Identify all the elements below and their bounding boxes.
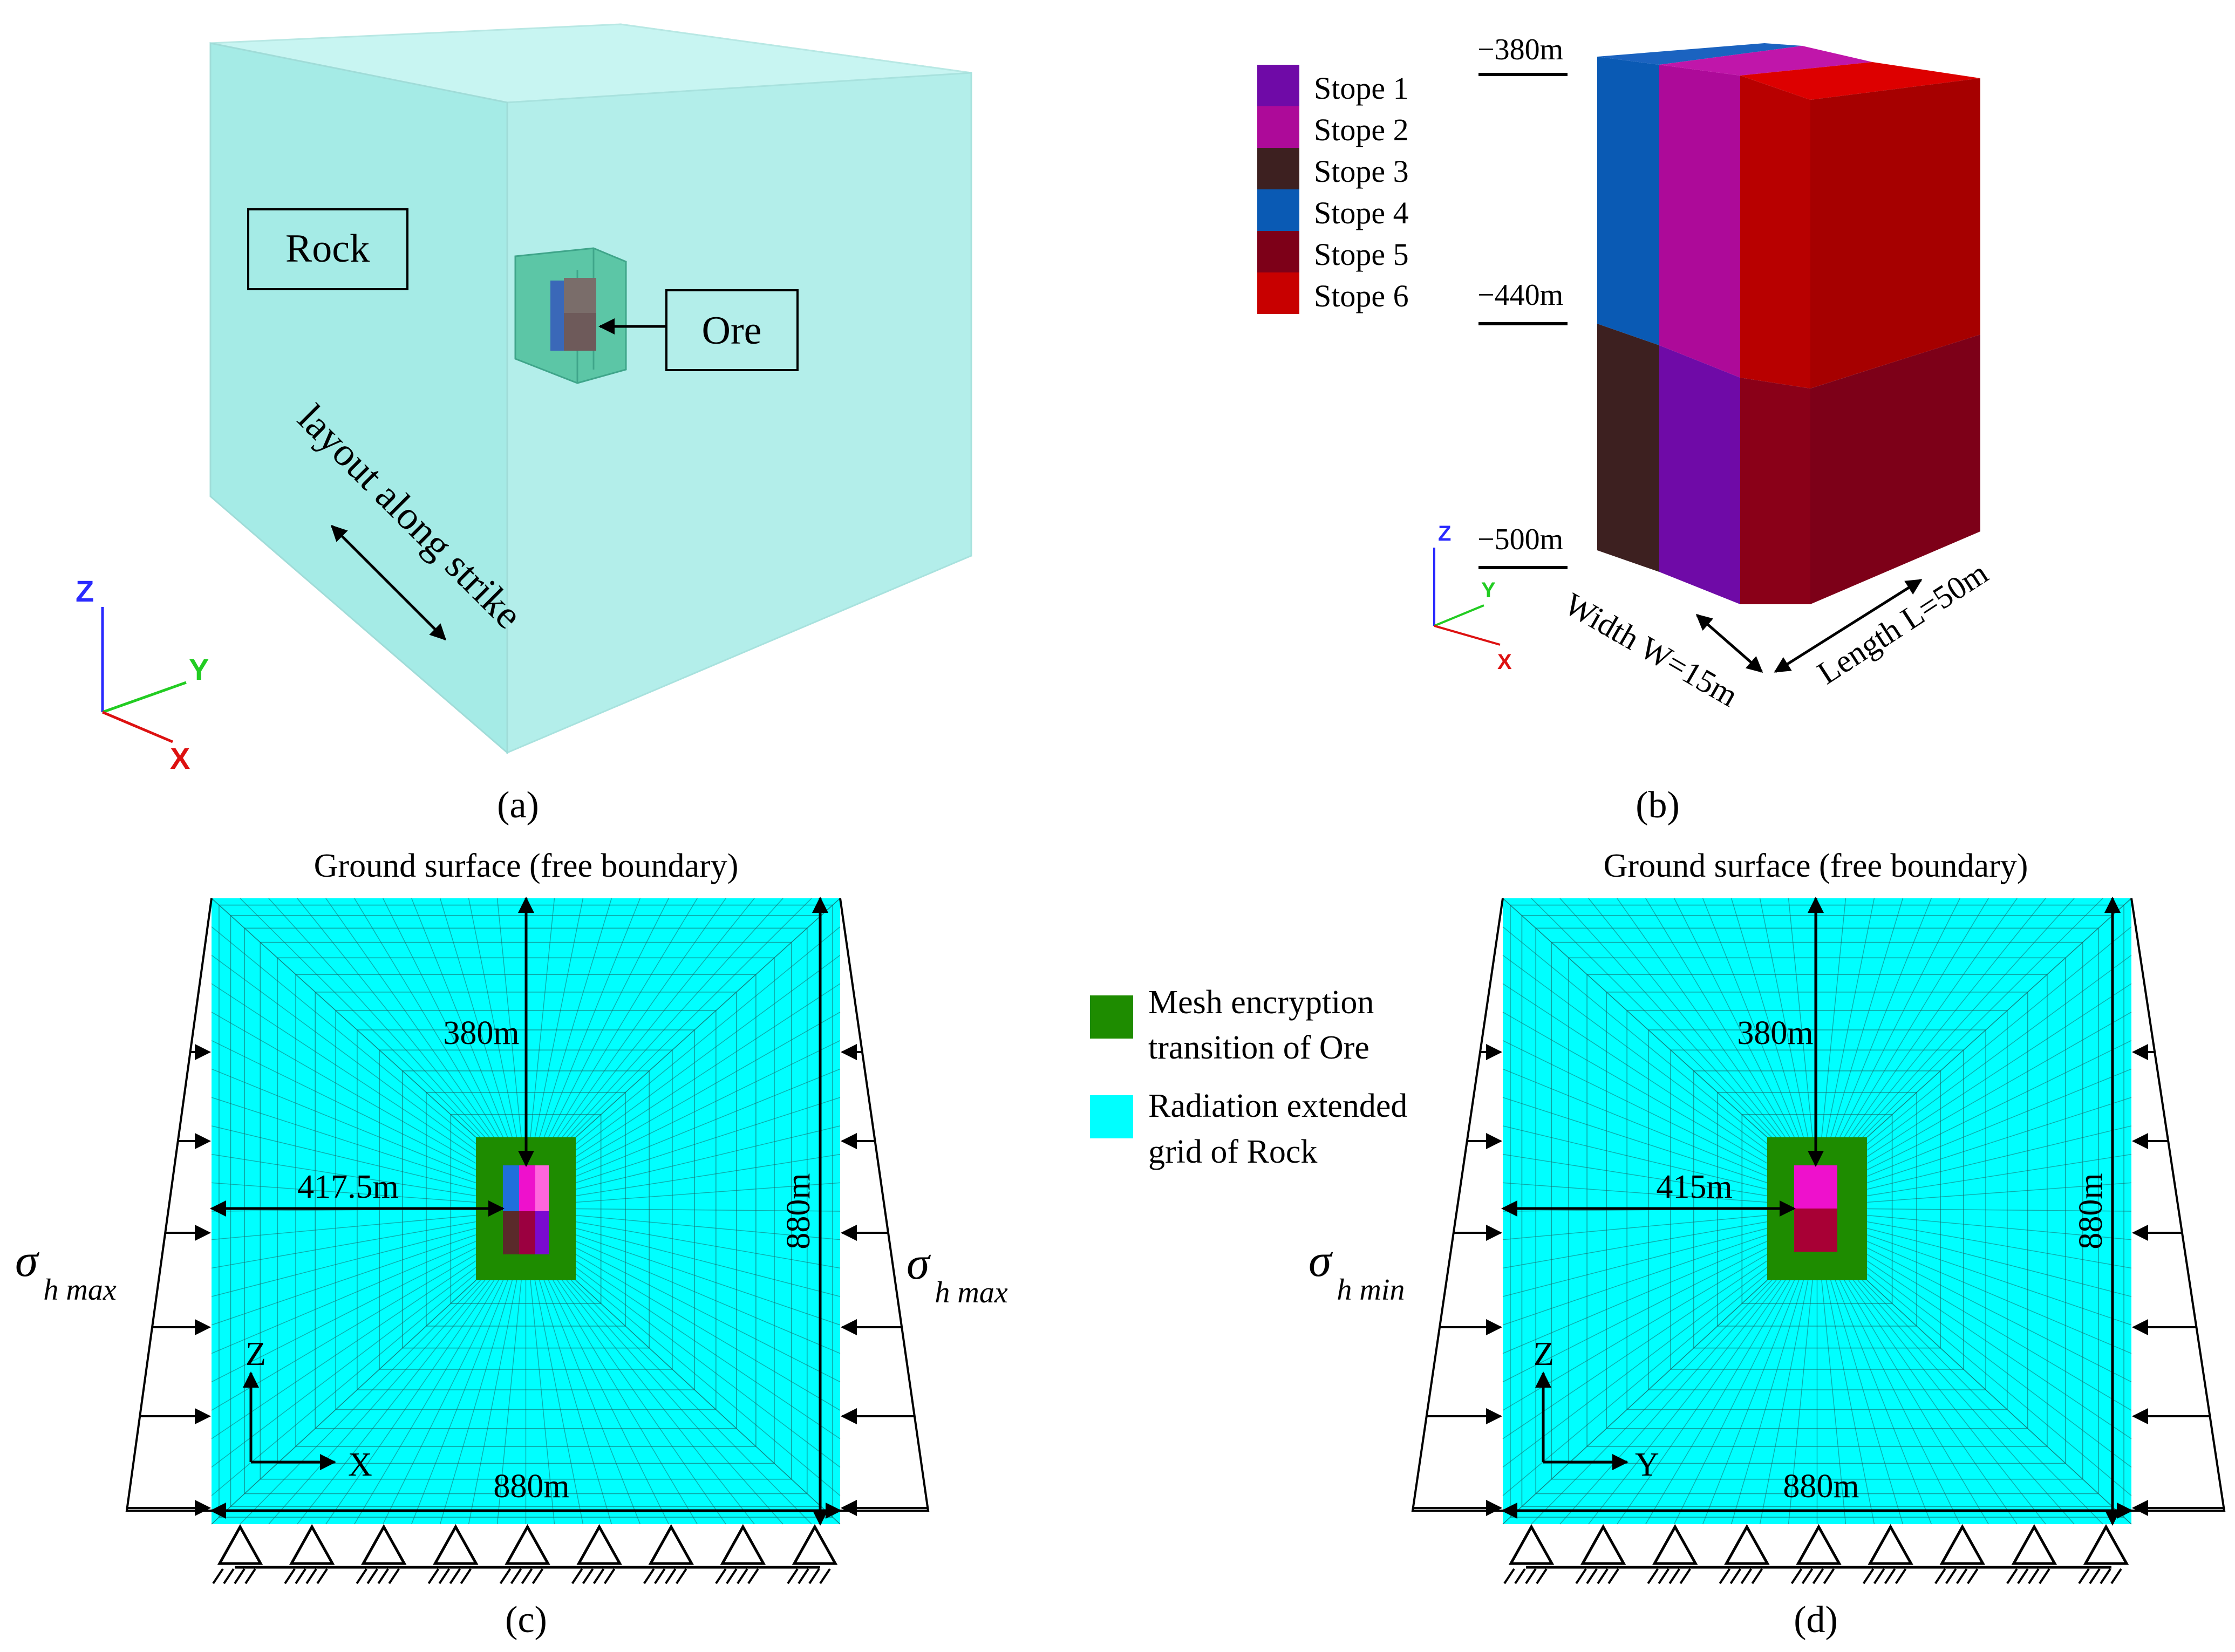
axis-y-label-b: Y bbox=[1481, 578, 1496, 602]
width-label: Width W=15m bbox=[1559, 586, 1745, 713]
legend-label-stope-1: Stope 1 bbox=[1314, 71, 1409, 106]
stope-legend: Stope 1 Stope 2 Stope 3 Stope 4 Stope 5 … bbox=[1257, 65, 1409, 314]
axes-c: Z X bbox=[243, 1336, 372, 1483]
legend-swatch-stope-1 bbox=[1257, 65, 1299, 106]
stope-block bbox=[1597, 43, 1980, 604]
depth-label-c: 380m bbox=[443, 1015, 519, 1052]
height-label-c: 880m bbox=[780, 1173, 817, 1249]
stope-6-cell-c bbox=[535, 1165, 549, 1211]
width-label-c: 880m bbox=[493, 1468, 569, 1505]
legend-mesh-encryption-line1: Mesh encryption bbox=[1148, 984, 1374, 1021]
legend-label-stope-4: Stope 4 bbox=[1314, 195, 1409, 230]
axis-z-label-b: Z bbox=[1438, 522, 1451, 545]
stope-lower-cell-d bbox=[1794, 1209, 1837, 1252]
depth-markers: −380m −440m −500m bbox=[1477, 33, 1568, 569]
caption-d: (d) bbox=[1794, 1599, 1838, 1641]
strike-arrow bbox=[330, 524, 447, 641]
panel-c: Ground surface (free boundary) 380m 417.… bbox=[15, 848, 1008, 1641]
stress-label-d: σh min bbox=[1309, 1234, 1405, 1307]
panel-a: Rock Ore layout along strike Z Y X (a) bbox=[76, 23, 972, 826]
axis-z-label-c: Z bbox=[246, 1336, 266, 1373]
width-arrow bbox=[1695, 614, 1763, 673]
fixed-supports-c bbox=[212, 1524, 838, 1585]
legend-swatch-stope-2 bbox=[1257, 106, 1299, 148]
top-face-red bbox=[1740, 62, 1980, 100]
panel-b: Stope 1 Stope 2 Stope 3 Stope 4 Stope 5 … bbox=[1257, 33, 1994, 826]
axis-y-label-d: Y bbox=[1635, 1446, 1659, 1483]
legend-label-stope-2: Stope 2 bbox=[1314, 112, 1409, 147]
stope-2-face bbox=[1659, 65, 1740, 378]
ground-surface-title-c: Ground surface (free boundary) bbox=[314, 848, 739, 884]
height-label-d: 880m bbox=[2073, 1173, 2109, 1249]
axis-x-label-c: X bbox=[348, 1446, 372, 1483]
ground-surface-title-d: Ground surface (free boundary) bbox=[1604, 848, 2028, 884]
right-stress-c bbox=[839, 898, 930, 1516]
stope-6-side bbox=[1810, 78, 1980, 388]
axis-z-label: Z bbox=[76, 574, 94, 608]
legend-label-stope-6: Stope 6 bbox=[1314, 278, 1409, 313]
stope-6-face bbox=[1740, 76, 1810, 388]
stope-1-cell-c bbox=[535, 1211, 549, 1254]
mesh-lines-c bbox=[211, 898, 841, 1525]
stope-upper-cell-d bbox=[1794, 1165, 1837, 1209]
rock-block bbox=[209, 23, 972, 755]
legend-swatch-stope-6 bbox=[1257, 272, 1299, 314]
axis-x-label-b: X bbox=[1497, 650, 1512, 674]
depth-label-440: −440m bbox=[1477, 278, 1563, 312]
ore-label-box bbox=[665, 289, 799, 371]
stope-5-side bbox=[1810, 335, 1980, 604]
width-label-d: 880m bbox=[1783, 1468, 1859, 1505]
rock-label-box bbox=[247, 208, 408, 290]
legend-mesh-encryption-line2: transition of Ore bbox=[1148, 1029, 1369, 1066]
stope-5-face bbox=[1740, 378, 1810, 604]
rock-label: Rock bbox=[285, 227, 370, 271]
stress-label-left-c: σh max bbox=[15, 1234, 117, 1307]
top-face-blue bbox=[1597, 43, 1802, 65]
stope-4-cell-c bbox=[503, 1165, 519, 1211]
caption-b: (b) bbox=[1636, 784, 1680, 826]
legend-radiation-grid-line1: Radiation extended bbox=[1148, 1088, 1407, 1124]
stope-3-face bbox=[1597, 324, 1659, 572]
legend-swatch-stope-5 bbox=[1257, 231, 1299, 272]
width-label-text: Width W=15m bbox=[1559, 586, 1745, 713]
mesh-legend: Mesh encryption transition of Ore Radiat… bbox=[1090, 984, 1407, 1170]
stope-5-cell-c bbox=[519, 1211, 535, 1254]
axis-z-label-d: Z bbox=[1534, 1336, 1554, 1373]
stope-4-face bbox=[1597, 57, 1659, 345]
axes-d: Z Y bbox=[1534, 1336, 1659, 1483]
right-stress-d bbox=[2130, 898, 2226, 1516]
legend-label-stope-3: Stope 3 bbox=[1314, 154, 1409, 189]
caption-a: (a) bbox=[497, 784, 539, 826]
depth-label-380: −380m bbox=[1477, 33, 1563, 66]
legend-swatch-radiation-grid bbox=[1090, 1095, 1133, 1138]
offset-label-d: 415m bbox=[1656, 1169, 1732, 1205]
panel-d: Ground surface (free boundary) 380m 415m… bbox=[1309, 848, 2226, 1641]
ore-label: Ore bbox=[702, 309, 762, 353]
legend-radiation-grid-line2: grid of Rock bbox=[1148, 1134, 1317, 1170]
ore-block bbox=[514, 247, 627, 384]
depth-label-d: 380m bbox=[1737, 1015, 1813, 1052]
depth-label-500: −500m bbox=[1477, 523, 1563, 556]
top-face-magenta bbox=[1659, 46, 1872, 76]
axis-triad-b: Z Y X bbox=[1433, 522, 1512, 674]
caption-c: (c) bbox=[505, 1599, 547, 1641]
fixed-supports-d bbox=[1503, 1524, 2129, 1585]
axis-triad-a: Z Y X bbox=[76, 574, 209, 775]
stope-2-cell-c bbox=[519, 1165, 535, 1211]
length-arrow bbox=[1774, 578, 1923, 673]
legend-swatch-mesh-encryption bbox=[1090, 995, 1133, 1039]
left-stress-c bbox=[125, 898, 213, 1516]
axis-y-label: Y bbox=[189, 652, 209, 686]
stope-1-face bbox=[1659, 345, 1740, 604]
stope-3-cell-c bbox=[503, 1211, 519, 1254]
left-stress-d bbox=[1411, 898, 1504, 1516]
stress-label-right-c: σh max bbox=[907, 1237, 1008, 1309]
axis-x-label: X bbox=[170, 741, 190, 775]
legend-swatch-stope-4 bbox=[1257, 189, 1299, 231]
offset-label-c: 417.5m bbox=[297, 1169, 399, 1205]
legend-label-stope-5: Stope 5 bbox=[1314, 237, 1409, 272]
legend-swatch-stope-3 bbox=[1257, 148, 1299, 189]
